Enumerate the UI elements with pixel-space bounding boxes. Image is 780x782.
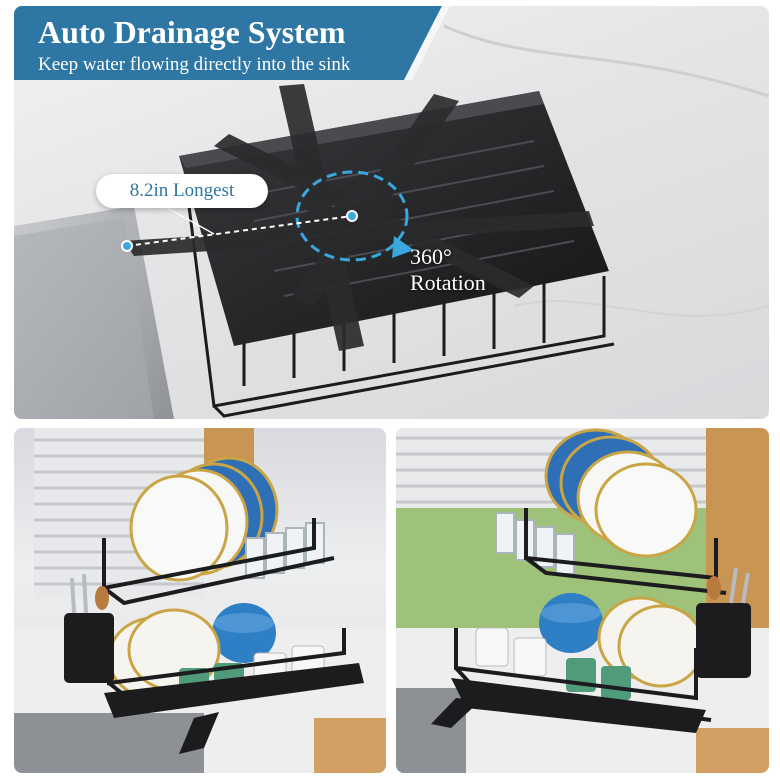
banner-background (14, 6, 442, 80)
marble-vein (443, 24, 769, 98)
length-end-dot (346, 210, 358, 222)
length-callout: 8.2in Longest (96, 174, 268, 208)
sink-inner (14, 218, 154, 419)
cabinet (696, 728, 769, 773)
rack-photo-right (396, 428, 769, 773)
circular-arrow-icon (392, 236, 414, 258)
drainage-illustration (14, 6, 769, 419)
bowls (212, 603, 276, 663)
length-start-dot (121, 240, 133, 252)
bowls (539, 593, 603, 653)
upper-rack-frame (524, 508, 727, 595)
upper-rack-frame (102, 518, 335, 606)
drip-tray-rim (179, 91, 544, 168)
drip-tray (451, 678, 706, 733)
plates-lower (597, 596, 705, 688)
length-dimension-line (126, 215, 353, 247)
drip-tray (104, 663, 364, 718)
plates-upper (544, 428, 698, 558)
drainage-spout (179, 712, 219, 754)
rotation-circle (295, 170, 409, 262)
rotation-word-label: Rotation (410, 270, 486, 295)
drainage-spout (124, 84, 594, 351)
drainage-spout (431, 698, 481, 728)
cutlery-holder (696, 567, 751, 678)
rack-illustration-right (396, 428, 769, 773)
callout-leader (163, 205, 215, 235)
cutlery-holder (64, 573, 114, 683)
marble-vein (513, 300, 769, 317)
banner-edge (404, 6, 450, 80)
sink (14, 713, 204, 773)
rotation-degree-label: 360° (410, 244, 452, 269)
drainage-product-photo: Auto Drainage System Keep water flowing … (14, 6, 769, 419)
rack-illustration-left (14, 428, 386, 773)
banner-subtitle: Keep water flowing directly into the sin… (38, 54, 351, 75)
rack-photo-left (14, 428, 386, 773)
banner-title: Auto Drainage System (38, 14, 346, 50)
plates-upper (129, 456, 279, 582)
cabinet (314, 718, 386, 773)
